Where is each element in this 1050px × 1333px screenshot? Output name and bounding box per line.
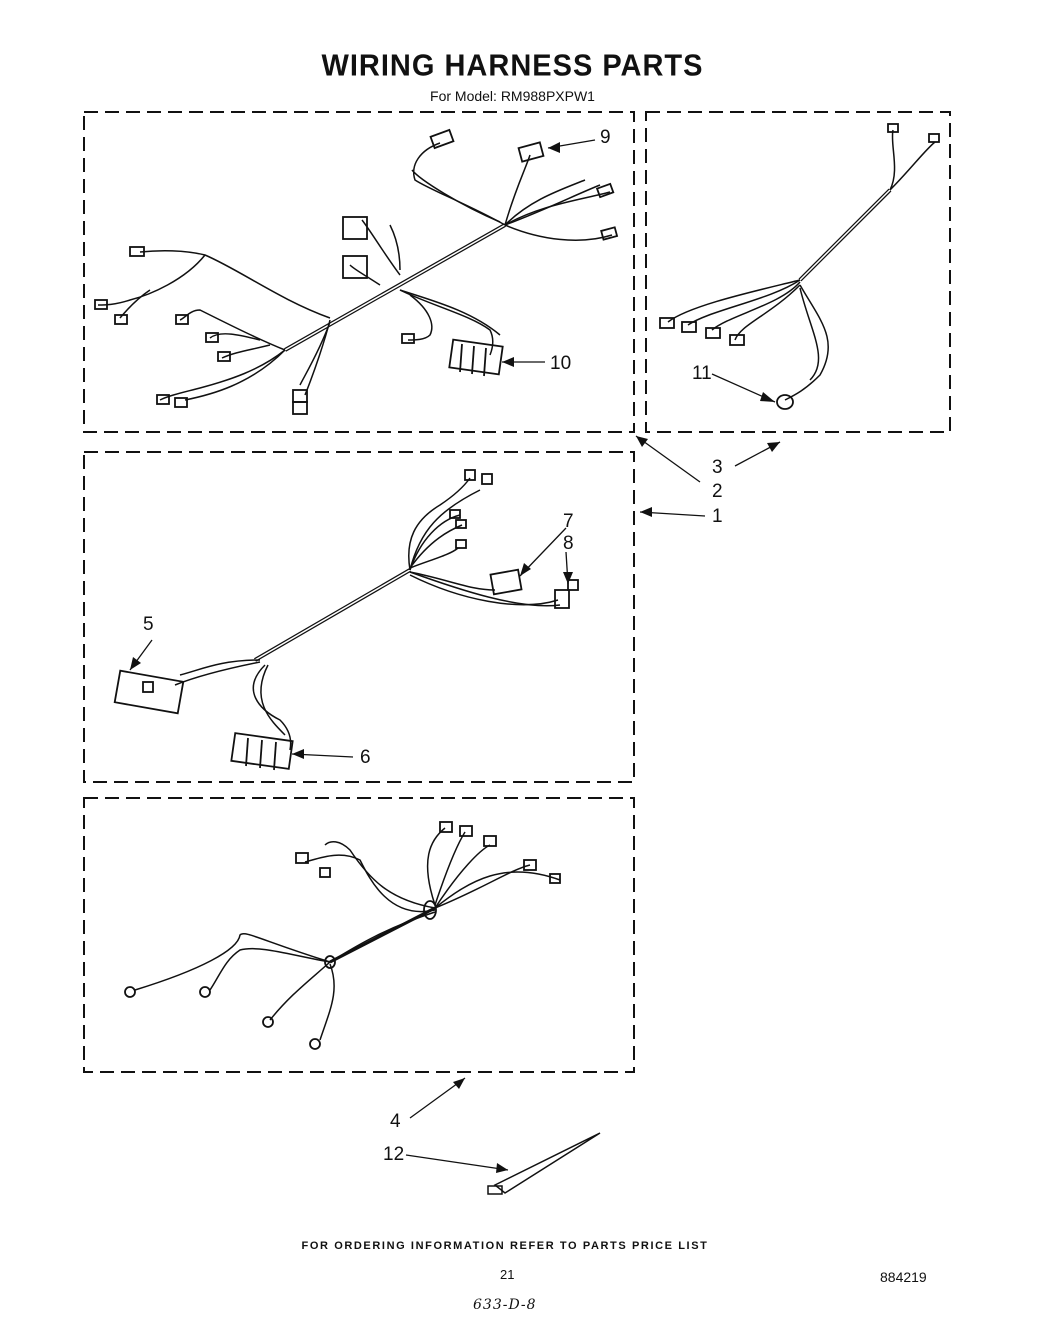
harness-1-drawing — [113, 469, 579, 771]
ordering-info: FOR ORDERING INFORMATION REFER TO PARTS … — [301, 1240, 709, 1252]
harness-4-drawing — [124, 821, 561, 1050]
handwritten-note: 633-D-8 — [473, 1297, 537, 1313]
model-subtitle: For Model: RM988PXPW1 — [430, 88, 595, 104]
page-title: WIRING HARNESS PARTS — [321, 49, 704, 83]
panel-main-harness — [83, 111, 635, 433]
callout-10: 10 — [550, 353, 572, 374]
harness-2-drawing — [94, 128, 619, 415]
leader-12 — [405, 1154, 509, 1171]
callout-2: 2 — [712, 481, 723, 502]
callout-3: 3 — [712, 457, 723, 478]
callout-8: 8 — [563, 533, 574, 554]
harness-3-drawing — [659, 123, 940, 410]
callout-11: 11 — [692, 363, 712, 384]
callout-6: 6 — [360, 747, 371, 768]
page-number: 21 — [500, 1267, 515, 1282]
callout-9: 9 — [600, 127, 611, 148]
leader-2 — [635, 435, 701, 483]
panel-harness-4 — [83, 797, 635, 1073]
callout-5: 5 — [143, 614, 154, 635]
callout-4: 4 — [390, 1111, 401, 1132]
panel-harness-3 — [645, 111, 951, 433]
callout-1: 1 — [712, 506, 723, 527]
callout-7: 7 — [563, 511, 574, 532]
panel-harness-1 — [83, 451, 635, 783]
callout-12: 12 — [383, 1144, 405, 1165]
document-number: 884219 — [880, 1269, 927, 1285]
cable-tie-drawing — [487, 1132, 601, 1195]
